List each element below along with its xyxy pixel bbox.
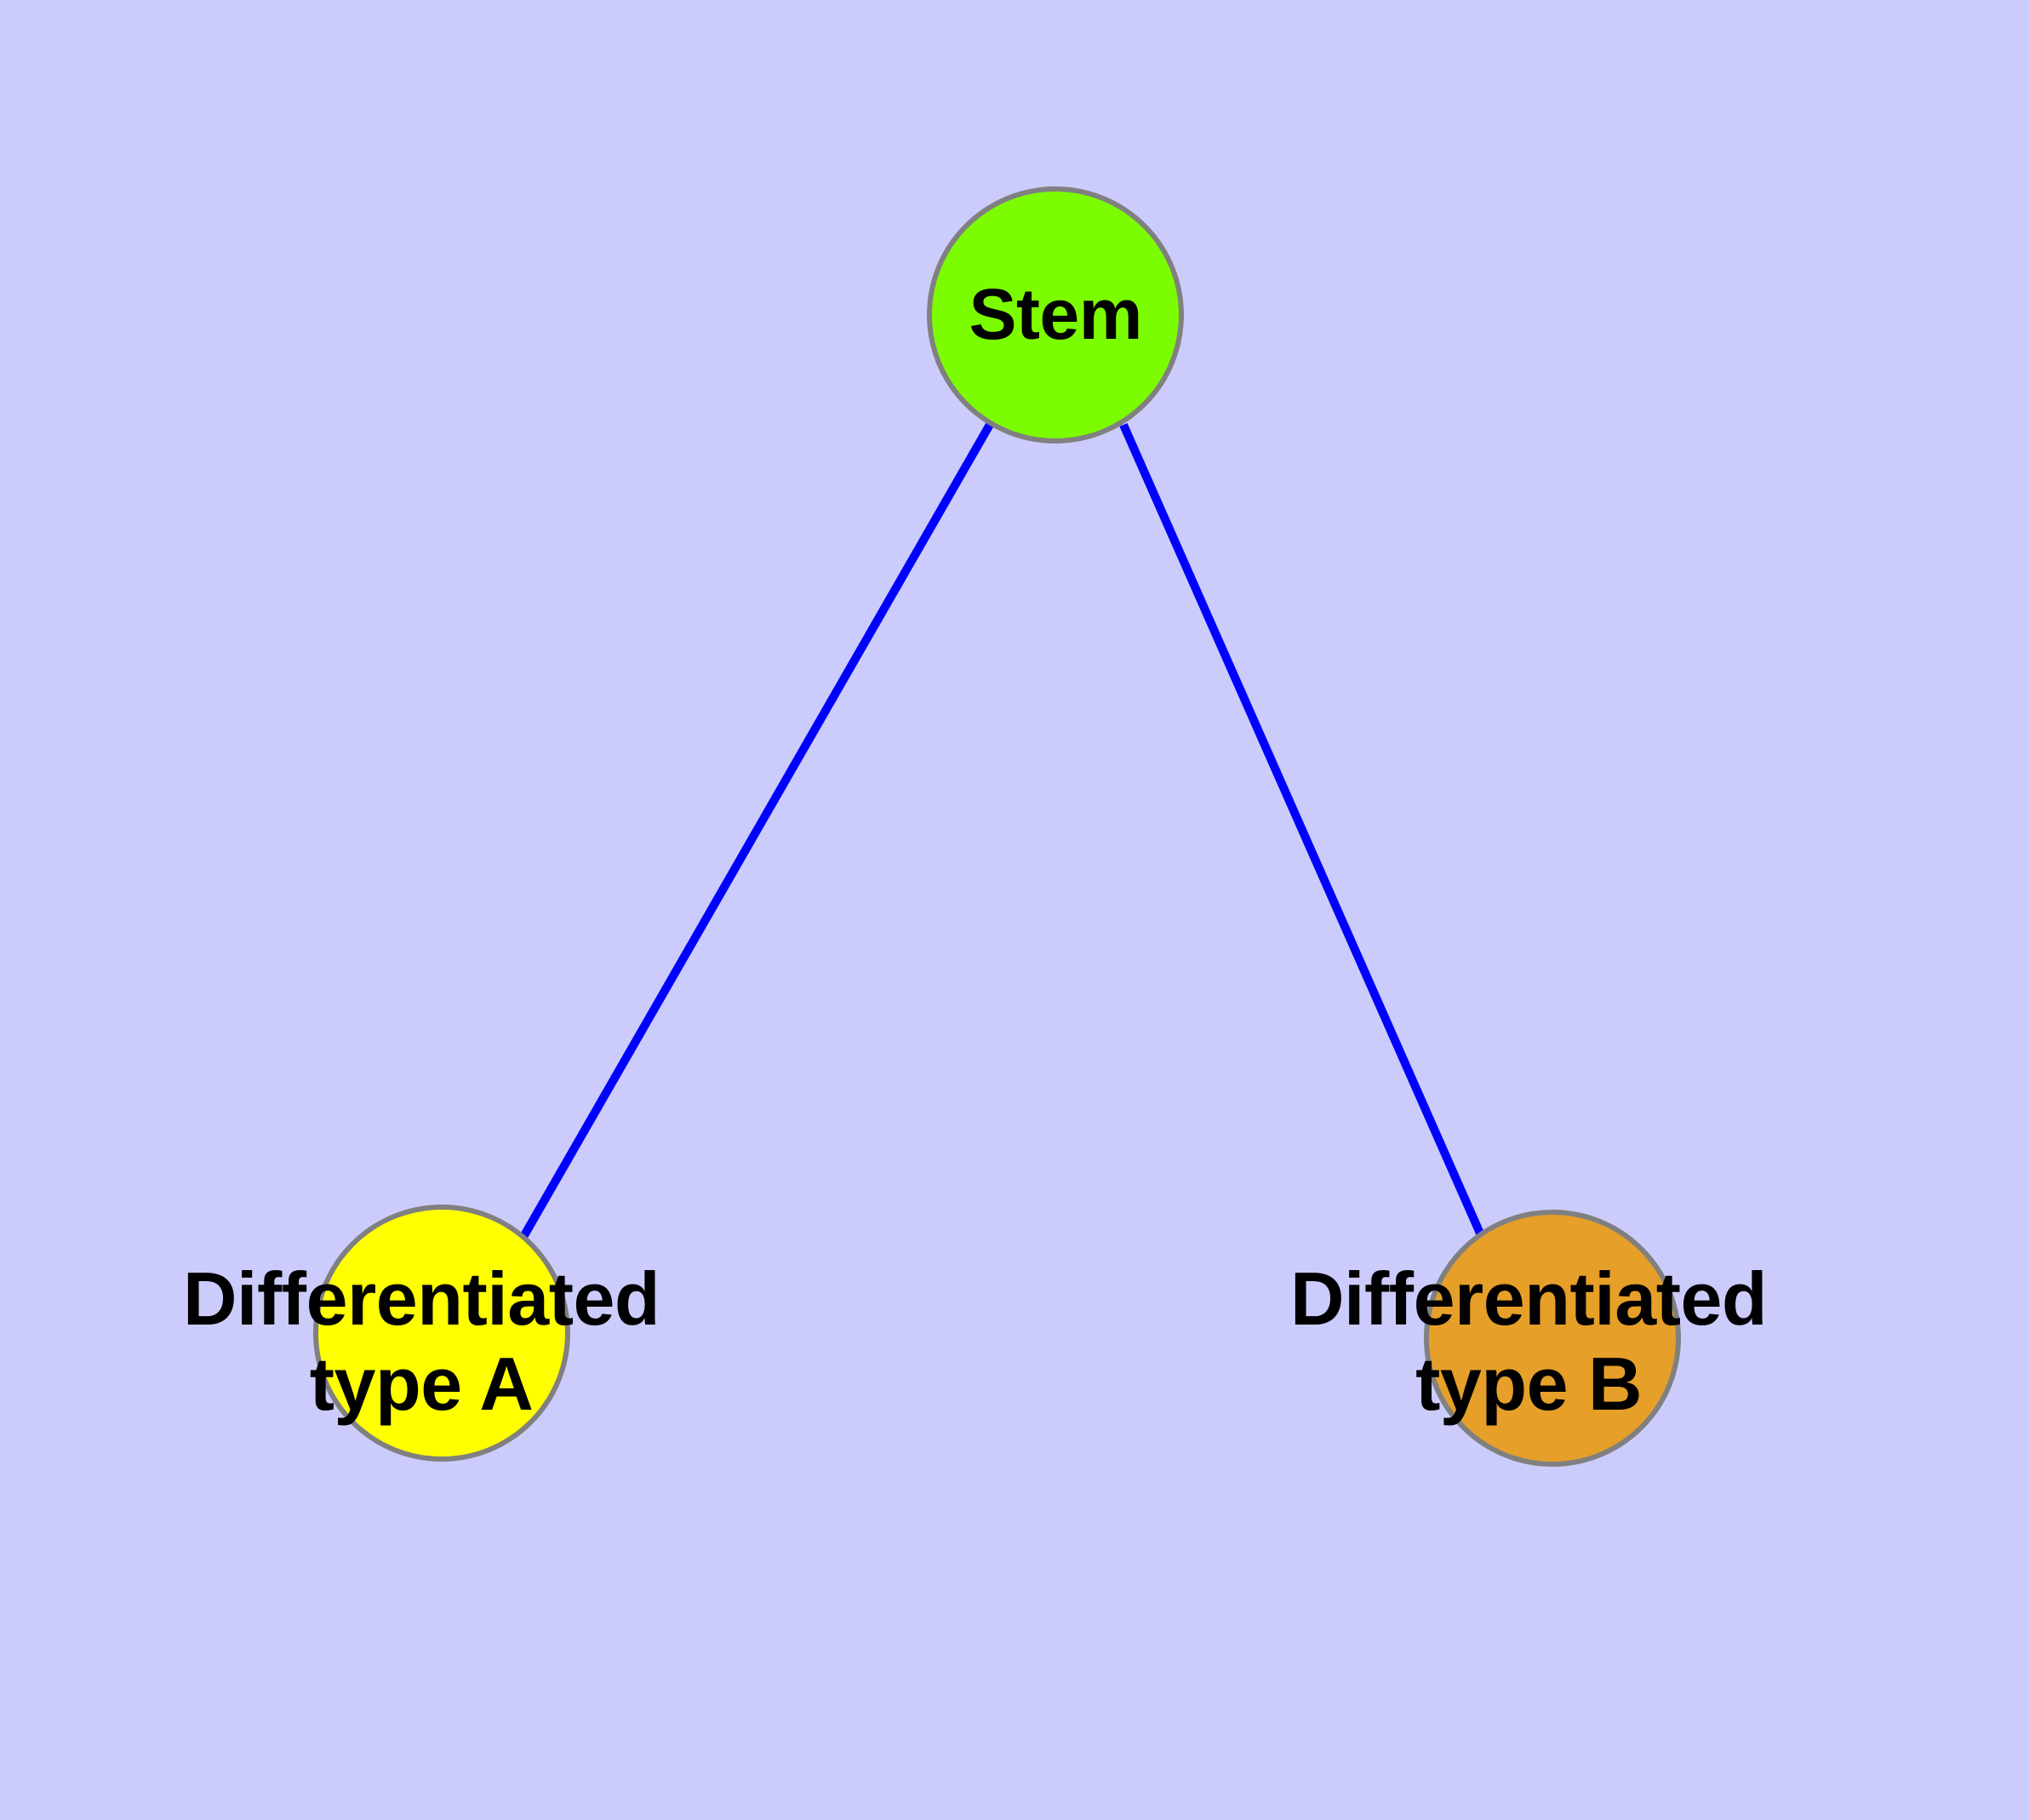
edge-stem-diff-b bbox=[1119, 422, 1485, 1238]
edge-stem-diff-a bbox=[519, 421, 995, 1239]
node-diff_a[interactable] bbox=[313, 1205, 570, 1462]
edges-layer bbox=[519, 421, 1485, 1239]
node-diff_b[interactable] bbox=[1424, 1210, 1681, 1467]
nodes-layer bbox=[313, 186, 1681, 1467]
node-stem[interactable] bbox=[927, 186, 1184, 444]
